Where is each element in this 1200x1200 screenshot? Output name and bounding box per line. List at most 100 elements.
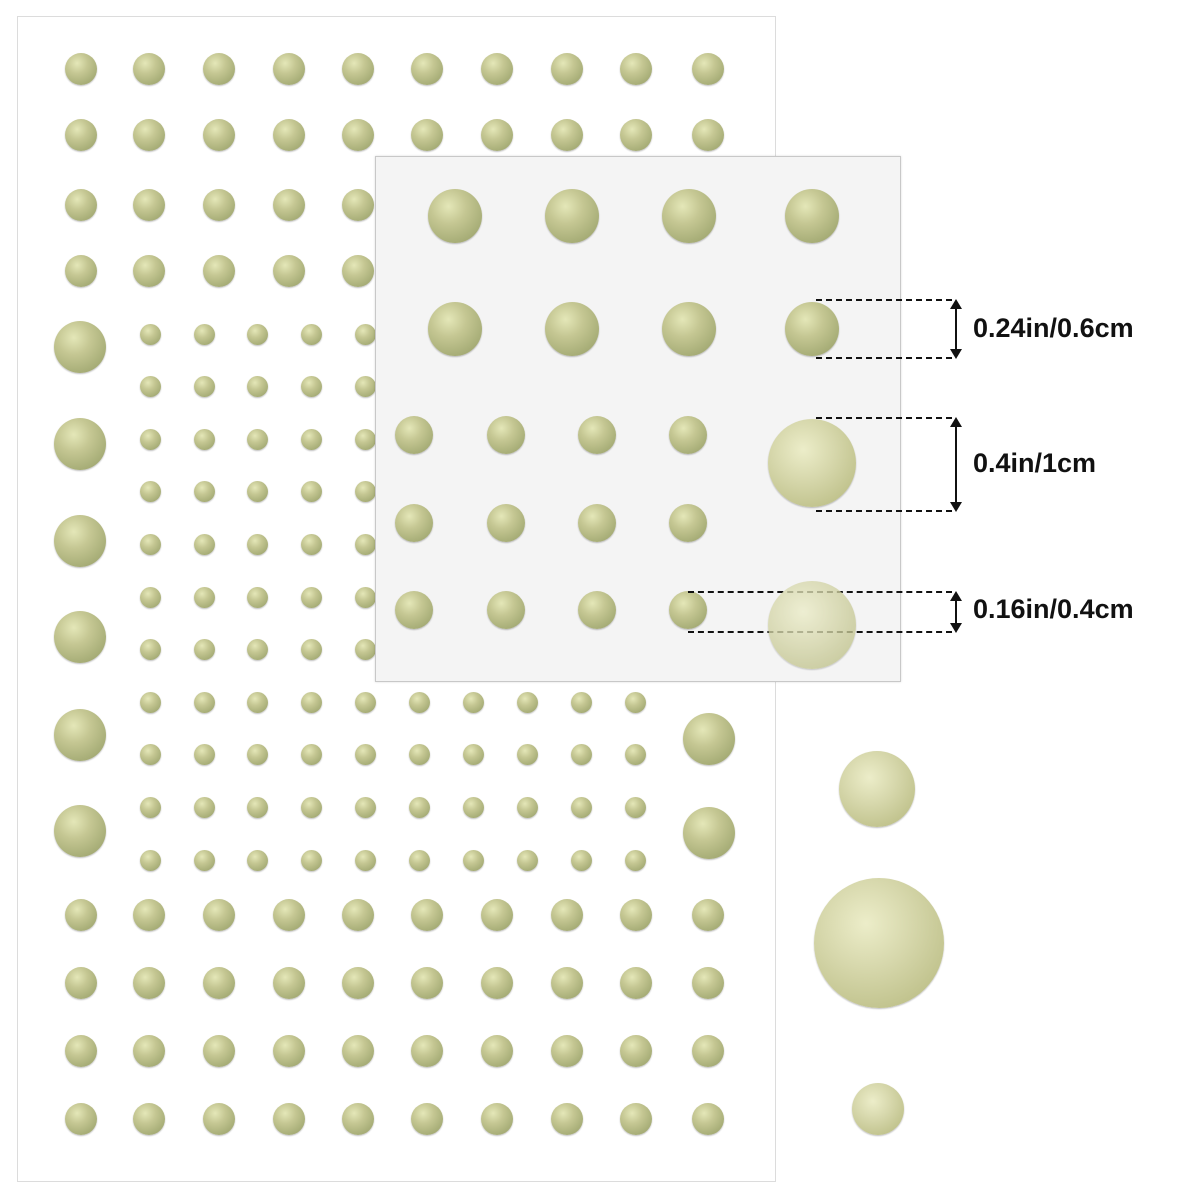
zoomed-dot-small	[487, 416, 525, 454]
sticker-dot-medium	[65, 1103, 97, 1135]
sticker-dot-small	[246, 849, 268, 871]
sticker-dot-small	[139, 586, 161, 608]
sticker-dot-medium	[342, 967, 374, 999]
sticker-dot-medium	[65, 255, 97, 287]
sticker-dot-small	[570, 796, 592, 818]
sticker-dot-medium	[620, 119, 652, 151]
sticker-dot-medium	[342, 189, 374, 221]
sticker-dot-small	[300, 323, 322, 345]
sticker-dot-medium	[65, 189, 97, 221]
sticker-dot-small	[193, 586, 215, 608]
sticker-dot-medium	[342, 899, 374, 931]
sticker-dot-small	[354, 586, 376, 608]
sticker-dot-small	[408, 691, 430, 713]
sticker-dot-medium	[273, 189, 305, 221]
sticker-dot-small	[193, 744, 215, 766]
sticker-dot-medium	[692, 119, 724, 151]
sticker-dot-small	[139, 428, 161, 450]
sticker-dot-small	[408, 796, 430, 818]
sticker-dot-small	[354, 481, 376, 503]
sticker-dot-small	[139, 323, 161, 345]
sticker-dot-medium	[273, 1103, 305, 1135]
dimension-line-bottom	[816, 510, 952, 512]
sticker-dot-small	[354, 323, 376, 345]
sticker-dot-medium	[551, 899, 583, 931]
sticker-dot-medium	[203, 53, 235, 85]
sticker-dot-medium	[273, 899, 305, 931]
zoomed-dot-medium	[545, 189, 599, 243]
sticker-dot-small	[462, 796, 484, 818]
sticker-dot-small	[300, 481, 322, 503]
sticker-dot-small	[246, 796, 268, 818]
count-label-medium: x80 pcs	[933, 757, 1119, 817]
sticker-dot-large	[54, 709, 106, 761]
sticker-dot-medium	[273, 255, 305, 287]
sticker-dot-medium	[133, 53, 165, 85]
sticker-dot-small	[408, 849, 430, 871]
sticker-dot-medium	[692, 53, 724, 85]
sticker-dot-small	[462, 849, 484, 871]
zoomed-dot-medium	[428, 189, 482, 243]
sticker-dot-small	[624, 691, 646, 713]
zoomed-dot-small	[578, 504, 616, 542]
sticker-dot-medium	[620, 1035, 652, 1067]
zoomed-dot-small	[395, 591, 433, 629]
sticker-dot-small	[462, 744, 484, 766]
sticker-dot-medium	[342, 1035, 374, 1067]
dimension-label-medium: 0.24in/0.6cm	[973, 313, 1134, 343]
sticker-dot-small	[246, 376, 268, 398]
sticker-dot-small	[193, 796, 215, 818]
sticker-dot-medium	[65, 1035, 97, 1067]
sticker-dot-medium	[65, 119, 97, 151]
zoomed-dot-small	[669, 416, 707, 454]
sticker-dot-medium	[203, 967, 235, 999]
sticker-dot-small	[300, 586, 322, 608]
sticker-dot-medium	[411, 53, 443, 85]
sticker-dot-small	[300, 428, 322, 450]
dimension-line-bottom	[816, 357, 952, 359]
sticker-dot-medium	[342, 255, 374, 287]
sticker-dot-medium	[551, 119, 583, 151]
sticker-dot-medium	[481, 967, 513, 999]
sticker-dot-small	[139, 639, 161, 661]
sticker-dot-small	[193, 691, 215, 713]
sticker-dot-small	[193, 323, 215, 345]
sticker-dot-medium	[342, 1103, 374, 1135]
sticker-dot-medium	[65, 967, 97, 999]
sticker-dot-medium	[203, 899, 235, 931]
sticker-dot-small	[193, 533, 215, 555]
sticker-dot-small	[193, 481, 215, 503]
sticker-dot-small	[246, 323, 268, 345]
sticker-dot-small	[139, 849, 161, 871]
legend-dot-small	[852, 1083, 904, 1135]
zoomed-dot-large	[768, 581, 856, 669]
sticker-dot-large	[54, 515, 106, 567]
zoomed-dot-small	[395, 416, 433, 454]
sticker-dot-medium	[133, 899, 165, 931]
sticker-dot-large	[54, 611, 106, 663]
legend-dot-medium	[839, 751, 915, 827]
zoomed-dot-medium	[428, 302, 482, 356]
sticker-dot-medium	[133, 967, 165, 999]
zoomed-dot-small	[487, 591, 525, 629]
dimension-arrow	[950, 299, 962, 359]
zoomed-dot-small	[578, 416, 616, 454]
zoomed-dot-medium	[785, 302, 839, 356]
sticker-dot-small	[624, 796, 646, 818]
dimension-label-small: 0.16in/0.4cm	[973, 594, 1134, 624]
zoomed-dot-medium	[662, 302, 716, 356]
sticker-dot-large	[683, 807, 735, 859]
sticker-dot-small	[624, 744, 646, 766]
sticker-dot-medium	[551, 1035, 583, 1067]
sticker-dot-medium	[620, 1103, 652, 1135]
sticker-dot-medium	[133, 255, 165, 287]
sticker-dot-small	[246, 428, 268, 450]
sticker-dot-small	[193, 639, 215, 661]
sticker-dot-small	[354, 639, 376, 661]
sticker-dot-large	[54, 321, 106, 373]
sticker-dot-small	[246, 691, 268, 713]
sticker-dot-medium	[481, 899, 513, 931]
sticker-dot-medium	[481, 1035, 513, 1067]
dimension-arrow	[950, 417, 962, 512]
sticker-dot-large	[54, 805, 106, 857]
